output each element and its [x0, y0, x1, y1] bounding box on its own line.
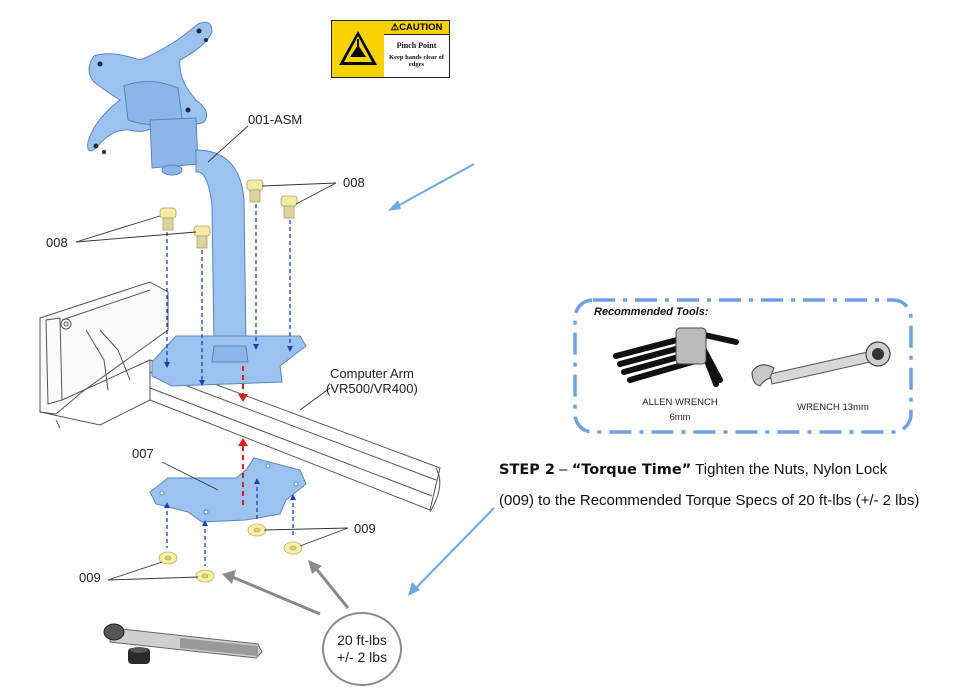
step-dash: – [555, 461, 572, 478]
label-007: 007 [132, 446, 154, 461]
allen-wrench-size: 6mm [669, 412, 691, 423]
computer-arm-outline [39, 281, 441, 513]
caution-heading: ⚠CAUTION [384, 21, 449, 35]
tools-panel-border [573, 298, 913, 434]
label-008-left: 008 [46, 235, 68, 250]
caution-title: Pinch Point [396, 41, 437, 50]
leader-lines [75, 125, 349, 581]
torque-pointer-arrows [229, 565, 350, 616]
step-instruction-line2: (009) to the Recommended Torque Specs of… [499, 492, 920, 509]
label-009-left: 009 [79, 570, 101, 585]
allen-wrench-name: ALLEN WRENCH [642, 397, 718, 408]
torque-spec-callout: 20 ft-lbs +/- 2 lbs [322, 612, 402, 686]
combination-wrench-icon [751, 341, 891, 387]
tools-panel-title: Recommended Tools: [594, 306, 709, 318]
allen-wrench-icon [613, 327, 739, 387]
mount-assembly-001 [87, 21, 307, 387]
allen-wrench-caption: ALLEN WRENCH 6mm [628, 397, 732, 423]
bolts-008 [159, 179, 298, 249]
arrowhead-icon [388, 200, 401, 211]
torque-value: 20 ft-lbs [337, 632, 387, 648]
arrowhead-icon [222, 570, 236, 584]
arrowhead-icon [308, 560, 322, 574]
torque-tolerance: +/- 2 lbs [336, 649, 388, 665]
step-text-line1: Tighten the Nuts, Nylon Lock [691, 461, 888, 478]
label-computer-arm: Computer Arm [330, 366, 414, 381]
label-009-right: 009 [354, 521, 376, 536]
torque-wrench-icon [103, 623, 263, 664]
caution-text: Keep hands clear of edges [389, 54, 444, 68]
blue-dashed-guides [166, 204, 294, 566]
red-arrowheads [238, 394, 248, 446]
wrench-caption: WRENCH 13mm [797, 402, 869, 413]
pinch-point-warning-icon [332, 21, 384, 77]
vesa-holes [93, 28, 208, 154]
caution-text-area: ⚠CAUTION Pinch Point Keep hands clear of… [384, 21, 449, 77]
plate-007 [149, 457, 307, 523]
blue-arrowheads [164, 344, 296, 526]
label-008-right: 008 [343, 175, 365, 190]
step-instruction-line1: STEP 2 – “Torque Time” Tighten the Nuts,… [499, 461, 887, 478]
step-name: “Torque Time” [571, 462, 692, 478]
label-001-asm: 001-ASM [248, 112, 302, 127]
pointer-arrows-blue [393, 163, 495, 591]
caution-label: ⚠CAUTION Pinch Point Keep hands clear of… [331, 20, 450, 78]
step-number: STEP 2 [499, 462, 556, 478]
nuts-009 [158, 523, 303, 583]
label-computer-arm-models: (VR500/VR400) [326, 381, 418, 396]
arrowhead-icon [408, 582, 420, 596]
